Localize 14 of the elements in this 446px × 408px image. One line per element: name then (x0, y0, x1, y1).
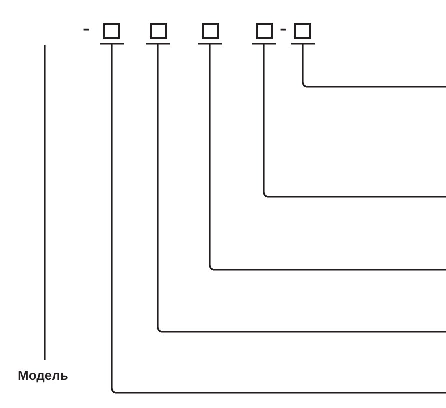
code-box (256, 23, 273, 39)
code-box (150, 23, 167, 39)
separator-dash: - (83, 17, 90, 39)
code-box (103, 23, 120, 39)
leader-line (251, 43, 446, 198)
leader-line (197, 43, 446, 271)
code-box (294, 23, 311, 39)
leader-line (99, 43, 446, 394)
code-box (202, 23, 219, 39)
leader-line (145, 43, 446, 333)
leader-line (44, 45, 46, 360)
separator-dash: - (280, 17, 288, 39)
leader-line (290, 43, 446, 88)
model-label: Модель (18, 368, 68, 383)
